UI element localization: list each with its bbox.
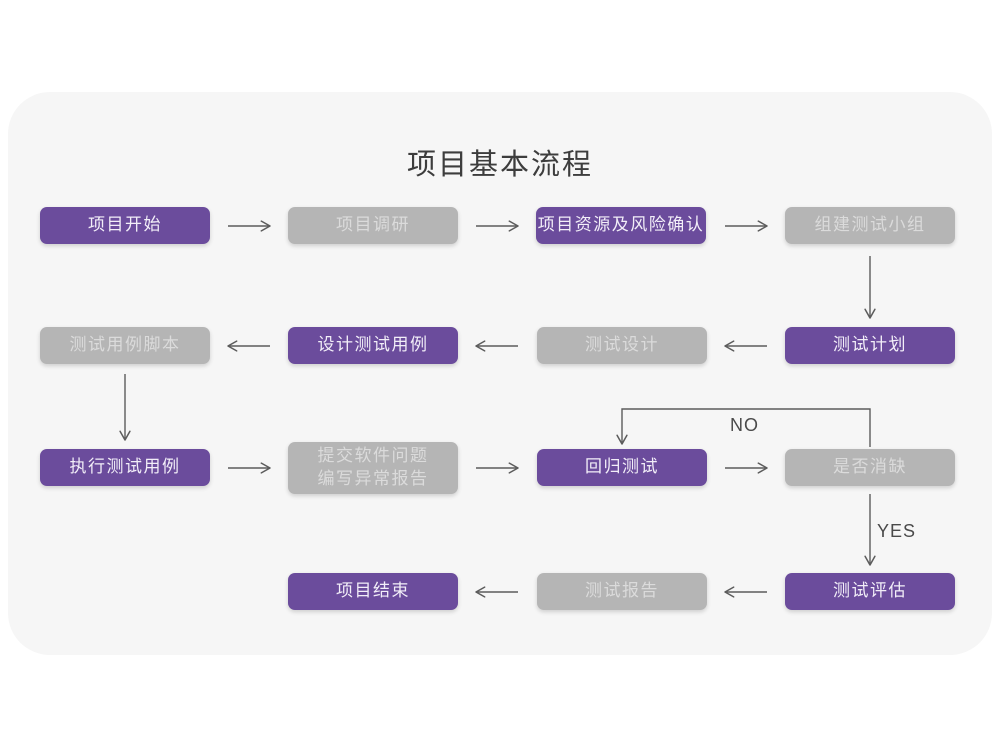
flow-node-resource-risk-confirm: 项目资源及风险确认: [536, 207, 706, 244]
flow-node-regression-test: 回归测试: [537, 449, 707, 486]
flow-node-project-research: 项目调研: [288, 207, 458, 244]
edge-label-no: NO: [730, 415, 759, 435]
flow-node-test-case-script: 测试用例脚本: [40, 327, 210, 364]
flow-node-execute-test-case: 执行测试用例: [40, 449, 210, 486]
flow-node-test-evaluation: 测试评估: [785, 573, 955, 610]
flow-node-defect-resolved: 是否消缺: [785, 449, 955, 486]
flow-node-test-design: 测试设计: [537, 327, 707, 364]
flow-node-project-end: 项目结束: [288, 573, 458, 610]
flow-node-design-test-case: 设计测试用例: [288, 327, 458, 364]
flow-node-test-plan: 测试计划: [785, 327, 955, 364]
edge-label-yes: YES: [877, 521, 917, 541]
flow-node-test-report: 测试报告: [537, 573, 707, 610]
page-title: 项目基本流程: [406, 149, 593, 181]
flow-node-build-test-team: 组建测试小组: [785, 207, 955, 244]
flow-node-project-start: 项目开始: [40, 207, 210, 244]
flowchart-card: [8, 92, 992, 655]
flow-node-submit-issue-report: 提交软件问题 编写异常报告: [288, 442, 458, 494]
